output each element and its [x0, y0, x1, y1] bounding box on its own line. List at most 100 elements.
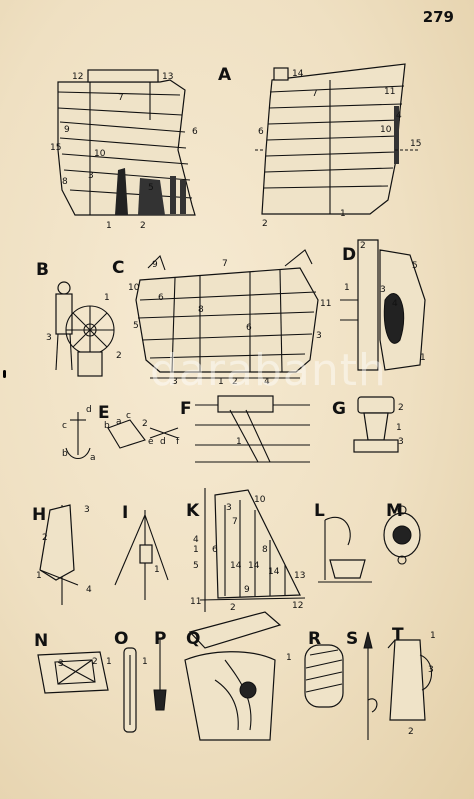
callout: 2: [408, 727, 414, 737]
callout: d: [160, 437, 166, 447]
callout: 3: [226, 503, 232, 513]
callout: 13: [294, 571, 305, 581]
callout: 12: [72, 72, 83, 82]
callout: 2: [398, 403, 404, 413]
callout: 2: [42, 533, 48, 543]
figure-letter: H: [32, 505, 46, 525]
figure-letter: Q: [186, 629, 200, 649]
figure-n-hatch: [37, 651, 109, 694]
page-number: 279: [422, 8, 454, 26]
callout: 3: [428, 665, 434, 675]
figure-letter: A: [218, 65, 232, 85]
callout: 1: [236, 437, 242, 447]
callout: 14: [230, 561, 242, 571]
callout: 8: [198, 305, 204, 315]
figure-letter: E: [98, 403, 110, 423]
callout: 1: [286, 653, 292, 663]
callout: 1: [396, 423, 402, 433]
callout: 6: [158, 293, 164, 303]
callout: 3: [88, 171, 94, 181]
callout: 2: [142, 419, 148, 429]
callout: 9: [64, 125, 70, 135]
callout: b: [104, 421, 110, 431]
figure-letter: D: [342, 245, 356, 265]
callout: 5: [148, 183, 154, 193]
figure-letter: G: [332, 399, 346, 419]
callout: 1: [36, 571, 42, 581]
callout: 7: [232, 517, 238, 527]
callout: 1: [218, 377, 224, 387]
callout: 5: [193, 561, 199, 571]
callout: 3: [46, 333, 52, 343]
callout: 3: [380, 285, 386, 295]
callout: 1: [106, 657, 112, 667]
callout: a: [90, 453, 96, 463]
callout: 9: [244, 585, 250, 595]
callout: 6: [246, 323, 252, 333]
figure-q-stern: [184, 611, 282, 741]
figure-b-helmsman: [55, 281, 115, 377]
figure-letter: O: [114, 629, 128, 649]
figure-i-rigging: [114, 510, 169, 600]
figure-letter: R: [308, 629, 321, 649]
figure-t-jug: [387, 639, 433, 721]
callout: 4: [86, 585, 92, 595]
callout: 4: [392, 299, 398, 309]
callout: 11: [190, 597, 201, 607]
callout: 7: [118, 93, 124, 103]
callout: 11: [384, 87, 395, 97]
callout: 13: [162, 72, 173, 82]
figure-f-ladder: [195, 395, 310, 463]
callout: b: [62, 449, 68, 459]
figure-l-davit: [318, 517, 372, 583]
callout: 10: [254, 495, 266, 505]
callout-numbers: 12 13 7 9 6 15 10 3 8 5 1 2 14 7 11 6 4 …: [36, 69, 436, 737]
callout: 3: [172, 377, 178, 387]
figure-m-block: [383, 505, 421, 565]
figure-letter: M: [386, 501, 403, 521]
callout: 6: [212, 545, 218, 555]
callout: 4: [396, 111, 402, 121]
figure-letter: S: [346, 629, 358, 649]
callout: 7: [312, 89, 318, 99]
figure-a-hull: [57, 63, 418, 216]
callout: 2: [140, 221, 146, 231]
callout: 1: [104, 293, 110, 303]
callout: 10: [94, 149, 106, 159]
callout: 3: [84, 505, 90, 515]
page-edge-mark: [3, 370, 6, 378]
callout: 2: [232, 377, 238, 387]
figure-letter: I: [122, 503, 128, 523]
figure-letter: N: [34, 631, 48, 651]
callout: 7: [222, 259, 228, 269]
figure-h-sail: [39, 504, 79, 605]
callout: 9: [152, 260, 158, 270]
figure-c-hull-section: [135, 249, 319, 379]
callout: 15: [50, 143, 61, 153]
figure-letter: L: [314, 501, 325, 521]
figure-letter: F: [180, 399, 192, 419]
callout: f: [176, 437, 180, 447]
callout: 15: [410, 139, 421, 149]
figure-letter: B: [36, 260, 49, 280]
callout: 1: [193, 545, 199, 555]
callout: 6: [258, 127, 264, 137]
callout: 1: [142, 657, 148, 667]
callout: 4: [193, 535, 199, 545]
figure-e-anchors: [65, 412, 179, 460]
figure-k-sail: [199, 488, 306, 612]
callout: 8: [62, 177, 68, 187]
figure-letter: P: [154, 629, 166, 649]
figure-letter: T: [392, 625, 404, 645]
callout: 1: [106, 221, 112, 231]
figure-letter-labels: A B C D E F G H I K L M N O P Q R S T: [32, 65, 404, 651]
callout: 1: [430, 631, 436, 641]
callout: a: [116, 417, 122, 427]
callout: c: [126, 411, 131, 421]
callout: 11: [320, 299, 331, 309]
callout: e: [148, 437, 154, 447]
callout: 1: [420, 353, 426, 363]
callout: 1: [340, 209, 346, 219]
